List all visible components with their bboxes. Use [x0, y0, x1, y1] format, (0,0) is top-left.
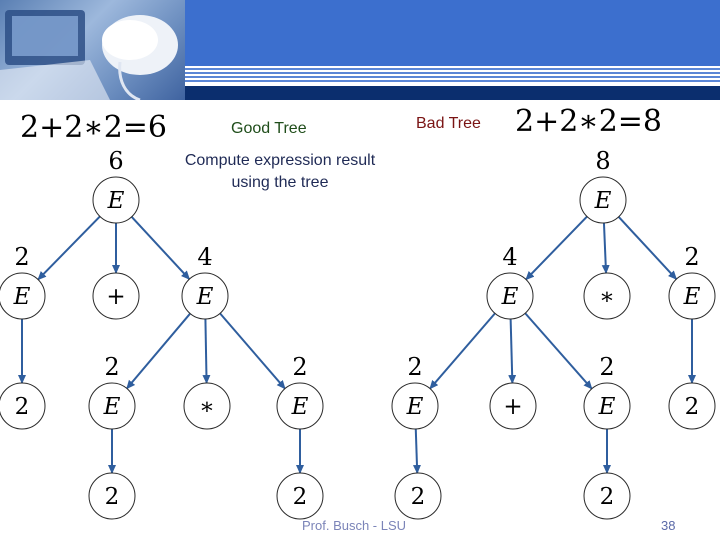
- bad-tree-edge: [416, 429, 417, 473]
- bad-tree-node-b-root: E: [580, 177, 626, 223]
- good-tree-node-g-l-leaf: 2: [0, 383, 45, 429]
- node-label: E: [196, 284, 214, 310]
- bad-tree-edge: [604, 223, 606, 273]
- node-label: 2: [685, 394, 700, 420]
- node-label: E: [107, 188, 125, 214]
- bad-tree-node-value: 2: [407, 353, 422, 381]
- bad-tree-node-b-ll-leaf: 2: [395, 473, 441, 519]
- good-tree-node-value: 2: [292, 353, 307, 381]
- good-tree-node-g-rr-leaf: 2: [277, 473, 323, 519]
- good-tree-node-g-star: ∗: [184, 383, 230, 429]
- bad-tree-node-value: 8: [595, 147, 610, 175]
- bad-tree-node-b-r: E: [669, 273, 715, 319]
- node-label: E: [291, 394, 309, 420]
- bad-tree-node-b-ll: E: [392, 383, 438, 429]
- node-label: E: [683, 284, 701, 310]
- bad-tree-node-b-plus: +: [490, 383, 536, 429]
- bad-tree-node-b-l: E: [487, 273, 533, 319]
- good-tree-node-g-rl: E: [89, 383, 135, 429]
- node-label: E: [594, 188, 612, 214]
- good-tree-edge: [220, 313, 285, 388]
- bad-tree-edge: [525, 313, 592, 388]
- node-label: ∗: [599, 284, 615, 310]
- node-label: 2: [105, 484, 120, 510]
- bad-tree-node-value: 4: [502, 243, 517, 271]
- good-tree-edge: [127, 314, 190, 389]
- good-tree-node-g-root: E: [93, 177, 139, 223]
- page-number: 38: [661, 518, 675, 533]
- bad-tree-node-b-lr: E: [584, 383, 630, 429]
- node-label: E: [501, 284, 519, 310]
- bad-tree-edge: [619, 217, 677, 279]
- node-label: 2: [293, 484, 308, 510]
- node-label: ∗: [199, 394, 215, 420]
- node-label: +: [106, 284, 125, 310]
- good-tree-node-g-rl-leaf: 2: [89, 473, 135, 519]
- good-tree-node-g-plus: +: [93, 273, 139, 319]
- node-label: E: [406, 394, 424, 420]
- node-label: E: [103, 394, 121, 420]
- bad-tree-node-value: 2: [684, 243, 699, 271]
- bad-tree-node-b-r-leaf: 2: [669, 383, 715, 429]
- good-tree-node-value: 2: [14, 243, 29, 271]
- bad-tree-node-value: 2: [599, 353, 614, 381]
- good-tree-node-value: 6: [108, 147, 123, 175]
- bad-tree-node-b-star: ∗: [584, 273, 630, 319]
- good-tree-edge: [132, 217, 190, 279]
- node-label: 2: [15, 394, 30, 420]
- node-label: 2: [411, 484, 426, 510]
- bad-tree-edge: [430, 313, 495, 388]
- bad-tree-edge: [511, 319, 513, 383]
- good-tree-edge: [205, 319, 206, 383]
- good-tree-node-value: 2: [104, 353, 119, 381]
- good-tree-node-g-l: E: [0, 273, 45, 319]
- good-tree-node-g-r: E: [182, 273, 228, 319]
- good-tree-node-value: 4: [197, 243, 212, 271]
- bad-tree-edge: [526, 217, 587, 280]
- node-label: E: [598, 394, 616, 420]
- good-tree-edge: [38, 216, 100, 279]
- node-label: +: [503, 394, 522, 420]
- footer-author: Prof. Busch - LSU: [302, 518, 406, 533]
- node-label: E: [13, 284, 31, 310]
- good-tree-node-g-rr: E: [277, 383, 323, 429]
- tree-edges: [22, 216, 692, 473]
- node-label: 2: [600, 484, 615, 510]
- bad-tree-node-b-lr-leaf: 2: [584, 473, 630, 519]
